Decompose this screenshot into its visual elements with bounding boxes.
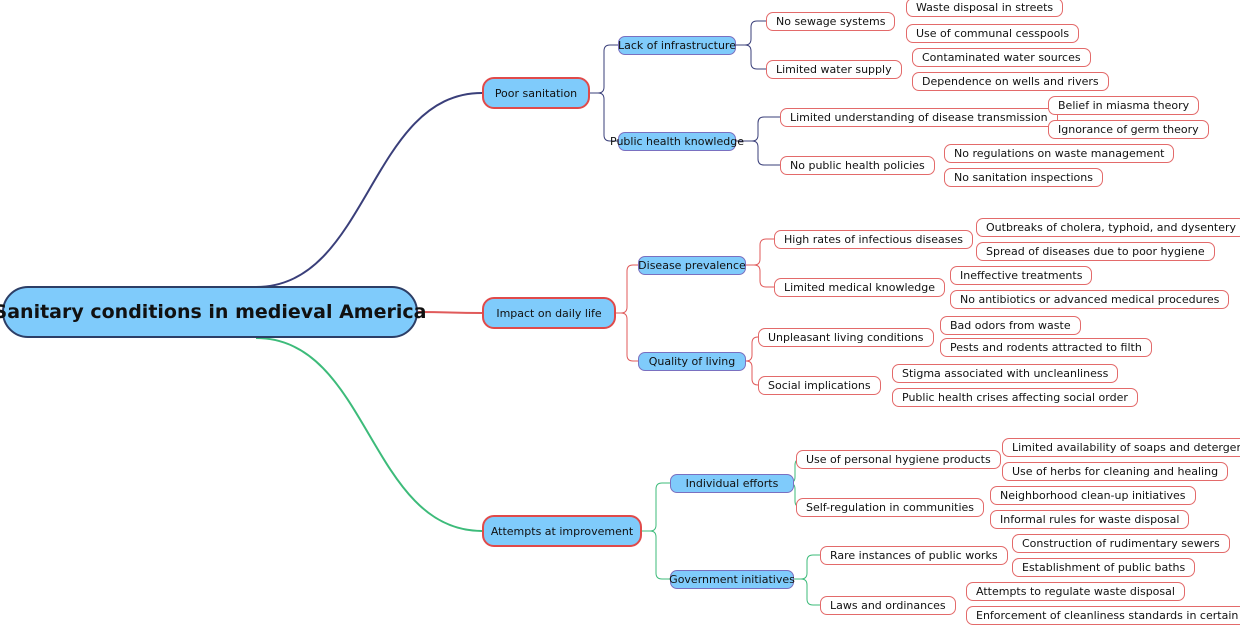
branch-connector [736,140,780,166]
topic-self-regulation-in-communities[interactable]: Self-regulation in communities [796,497,985,517]
topic-construction-of-rudimentary-sewers[interactable]: Construction of rudimentary sewers [1012,533,1230,553]
branch-connector [642,482,670,532]
topic-spread-of-diseases[interactable]: Spread of diseases due to poor hygiene [976,241,1215,261]
root-connector [255,337,483,532]
topic-neighborhood-clean-up[interactable]: Neighborhood clean-up initiatives [990,485,1196,505]
branch-connector [642,530,670,580]
topic-stigma-associated[interactable]: Stigma associated with uncleanliness [892,363,1119,383]
topic-limited-understanding[interactable]: Limited understanding of disease transmi… [780,107,1058,127]
subtopic-government-initiatives[interactable]: Government initiatives [669,569,795,589]
topic-laws-and-ordinances[interactable]: Laws and ordinances [820,595,956,615]
branch-connector [794,554,820,580]
topic-social-implications[interactable]: Social implications [758,375,881,395]
root-connector [417,311,483,314]
root-connector [255,92,483,288]
subtopic-individual-efforts[interactable]: Individual efforts [670,473,794,493]
branch-connector [745,360,759,386]
topic-informal-rules[interactable]: Informal rules for waste disposal [990,509,1190,529]
topic-use-of-personal-hygiene-products[interactable]: Use of personal hygiene products [796,449,1001,469]
branch-connector [616,264,638,314]
topic-unpleasant-living-conditions[interactable]: Unpleasant living conditions [758,327,934,347]
branch-connector [794,578,820,606]
topic-establishment-of-public-baths[interactable]: Establishment of public baths [1012,557,1196,577]
topic-waste-disposal-in-streets[interactable]: Waste disposal in streets [906,0,1064,17]
topic-use-of-communal-cesspools[interactable]: Use of communal cesspools [906,23,1080,43]
topic-ignorance-of-germ-theory[interactable]: Ignorance of germ theory [1048,119,1209,139]
main-topic-poor-sanitation[interactable]: Poor sanitation [482,77,590,109]
topic-no-sewage-systems[interactable]: No sewage systems [766,11,896,31]
topic-no-public-health-policies[interactable]: No public health policies [780,155,935,175]
topic-no-sanitation-inspections[interactable]: No sanitation inspections [944,167,1103,187]
topic-high-rates-of-infectious-diseases[interactable]: High rates of infectious diseases [774,229,973,249]
branch-connector [736,20,766,46]
topic-outbreaks-of-cholera[interactable]: Outbreaks of cholera, typhoid, and dysen… [976,217,1240,237]
topic-belief-in-miasma-theory[interactable]: Belief in miasma theory [1048,95,1200,115]
subtopic-disease-prevalence[interactable]: Disease prevalence [638,255,746,275]
topic-dependence-on-wells-and-rivers[interactable]: Dependence on wells and rivers [912,71,1109,91]
branch-connector [736,44,766,70]
branch-connector [590,92,618,142]
main-topic-attempts-at-improvement[interactable]: Attempts at improvement [482,515,642,547]
branch-connector [590,44,618,94]
topic-limited-water-supply[interactable]: Limited water supply [766,59,902,79]
topic-ineffective-treatments[interactable]: Ineffective treatments [950,265,1093,285]
topic-limited-availability-of-soaps[interactable]: Limited availability of soaps and deterg… [1002,437,1240,457]
branch-connector [746,264,774,288]
topic-no-regulations-on-waste[interactable]: No regulations on waste management [944,143,1175,163]
topic-limited-medical-knowledge[interactable]: Limited medical knowledge [774,277,946,297]
topic-no-antibiotics[interactable]: No antibiotics or advanced medical proce… [950,289,1230,309]
topic-contaminated-water-sources[interactable]: Contaminated water sources [912,47,1091,67]
branch-connector [616,312,638,362]
topic-enforcement-of-cleanliness[interactable]: Enforcement of cleanliness standards in … [966,605,1240,625]
topic-use-of-herbs[interactable]: Use of herbs for cleaning and healing [1002,461,1229,481]
branch-connector [736,116,780,142]
topic-pests-and-rodents[interactable]: Pests and rodents attracted to filth [940,337,1152,357]
branch-connector [745,336,759,362]
topic-attempts-to-regulate-waste[interactable]: Attempts to regulate waste disposal [966,581,1185,601]
subtopic-quality-of-living[interactable]: Quality of living [638,351,746,371]
main-topic-impact-on-daily-life[interactable]: Impact on daily life [482,297,616,329]
topic-public-health-crises[interactable]: Public health crises affecting social or… [892,387,1138,407]
subtopic-lack-of-infrastructure[interactable]: Lack of infrastructure [618,35,736,55]
subtopic-public-health-knowledge[interactable]: Public health knowledge [610,131,744,151]
root-topic[interactable]: Sanitary conditions in medieval America [0,286,426,338]
branch-connector [746,238,774,266]
topic-bad-odors-from-waste[interactable]: Bad odors from waste [940,315,1081,335]
topic-rare-instances-of-public-works[interactable]: Rare instances of public works [820,545,1008,565]
